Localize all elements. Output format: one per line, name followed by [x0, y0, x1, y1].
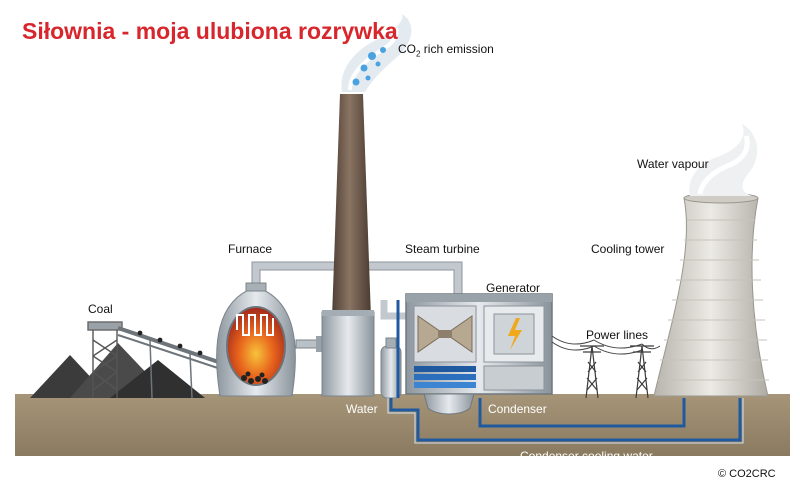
- chimney: [321, 94, 375, 397]
- condenser-cooling-water-label: Condenser cooling water: [520, 449, 653, 463]
- co2-subscript: 2: [416, 49, 421, 59]
- water-vapour-plume: [689, 124, 758, 196]
- coal-piles: [30, 343, 205, 398]
- water-pipes-outline: [387, 398, 744, 444]
- co2-suffix: rich emission: [420, 42, 494, 56]
- condenser: [423, 393, 475, 415]
- coal-label: Coal: [88, 302, 113, 316]
- co2-emission-label: CO2 rich emission: [398, 42, 494, 58]
- power-lines-label: Power lines: [586, 328, 649, 342]
- co2-prefix: CO: [398, 42, 416, 56]
- coal-conveyor-tower: [87, 321, 123, 398]
- cooling-tower-label: Cooling tower: [591, 242, 665, 256]
- pylon: [630, 345, 654, 399]
- co2-emission-plume: [341, 14, 412, 92]
- furnace: [216, 282, 322, 397]
- water-label: Water: [346, 402, 378, 416]
- page-title: Siłownia - moja ulubiona rozrywka: [22, 18, 398, 44]
- water-pipes: [389, 300, 742, 442]
- generator-label: Generator: [486, 281, 541, 295]
- condenser-label: Condenser: [488, 402, 547, 416]
- furnace-label: Furnace: [228, 242, 273, 256]
- pylon: [580, 345, 604, 399]
- power-lines: [551, 335, 661, 355]
- copyright-notice: © CO2CRC: [718, 468, 776, 480]
- water-vapour-label: Water vapour: [637, 157, 709, 171]
- cooling-tower: [653, 192, 769, 397]
- steam-turbine-label: Steam turbine: [405, 242, 480, 256]
- turbine-generator-housing: [405, 293, 553, 395]
